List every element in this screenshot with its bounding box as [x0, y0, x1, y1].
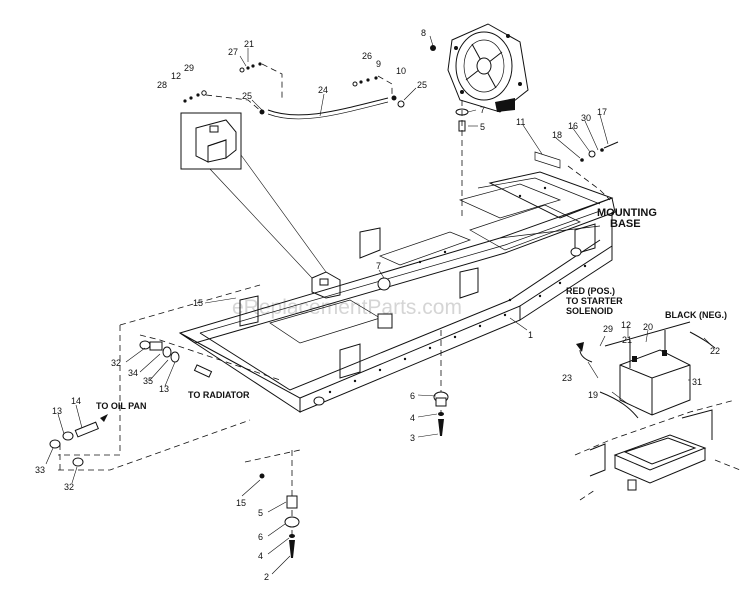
caption-black-neg: BLACK (NEG.): [665, 310, 727, 320]
part-label: 25: [417, 80, 427, 90]
part-label: 28: [157, 80, 167, 90]
part-label: 33: [35, 465, 45, 475]
part-label: 15: [236, 498, 246, 508]
part-label: 9: [376, 59, 381, 69]
watermark: eReplacementParts.com: [232, 296, 462, 319]
caption-to-radiator: TO RADIATOR: [188, 390, 250, 400]
bell-housing: [430, 23, 529, 113]
part-label: 6: [258, 532, 263, 542]
part-label: 12: [171, 71, 181, 81]
part-label: 20: [643, 322, 653, 332]
part-label: 30: [581, 113, 591, 123]
part-label: 13: [52, 406, 62, 416]
part-label: 4: [258, 551, 263, 561]
part-label: 7: [376, 261, 381, 271]
part-label: 1: [528, 330, 533, 340]
part-label: 25: [242, 91, 252, 101]
part-label: 17: [597, 107, 607, 117]
part-label: 11: [516, 117, 525, 127]
part-label: 15: [193, 298, 203, 308]
part-label: 10: [396, 66, 406, 76]
part-label: 21: [622, 335, 632, 345]
part-label: 8: [421, 28, 426, 38]
part-label: 32: [64, 482, 74, 492]
part-label: 29: [184, 63, 194, 73]
right-hardware: [534, 141, 619, 201]
part-label: 26: [362, 51, 372, 61]
part-label: 5: [480, 122, 485, 132]
part-label: 4: [410, 413, 415, 423]
engine-mount-upper: [455, 100, 469, 216]
bracket-detail-callout: [180, 112, 341, 299]
part-number-labels: 8 21 27 26 9 10 25 29 12 28 25 24 7 5 17…: [35, 28, 720, 582]
part-label: 16: [568, 121, 578, 131]
part-label: 19: [588, 390, 598, 400]
caption-mounting-base-1: MOUNTING: [597, 207, 657, 219]
part-label: 31: [692, 377, 702, 387]
fuel-line-assembly: [183, 62, 405, 120]
lower-mount-stacks: [244, 330, 449, 558]
part-label: 27: [228, 47, 238, 57]
caption-red-pos-1: RED (POS.): [566, 286, 615, 296]
leader-lines: [45, 35, 713, 575]
caption-mounting-base-2: BASE: [610, 218, 641, 230]
part-label: 32: [111, 358, 121, 368]
part-label: 24: [318, 85, 328, 95]
part-label: 5: [258, 508, 263, 518]
part-label: 34: [128, 368, 138, 378]
caption-to-oil-pan: TO OIL PAN: [96, 401, 147, 411]
caption-red-pos-3: SOLENOID: [566, 306, 614, 316]
part-label: 12: [621, 320, 631, 330]
part-label: 3: [410, 433, 415, 443]
part-label: 7: [480, 105, 485, 115]
hose-fittings: [49, 284, 281, 471]
part-label: 14: [71, 396, 81, 406]
battery-assembly: [574, 321, 741, 501]
part-label: 23: [562, 373, 572, 383]
part-label: 21: [244, 39, 254, 49]
part-label: 6: [410, 391, 415, 401]
part-label: 22: [710, 346, 720, 356]
part-label: 35: [143, 376, 153, 386]
caption-red-pos-2: TO STARTER: [566, 296, 623, 306]
part-label: 29: [603, 324, 613, 334]
mounting-base-frame: [178, 171, 616, 413]
part-label: 13: [159, 384, 169, 394]
part-label: 18: [552, 130, 562, 140]
part-label: 2: [264, 572, 269, 582]
